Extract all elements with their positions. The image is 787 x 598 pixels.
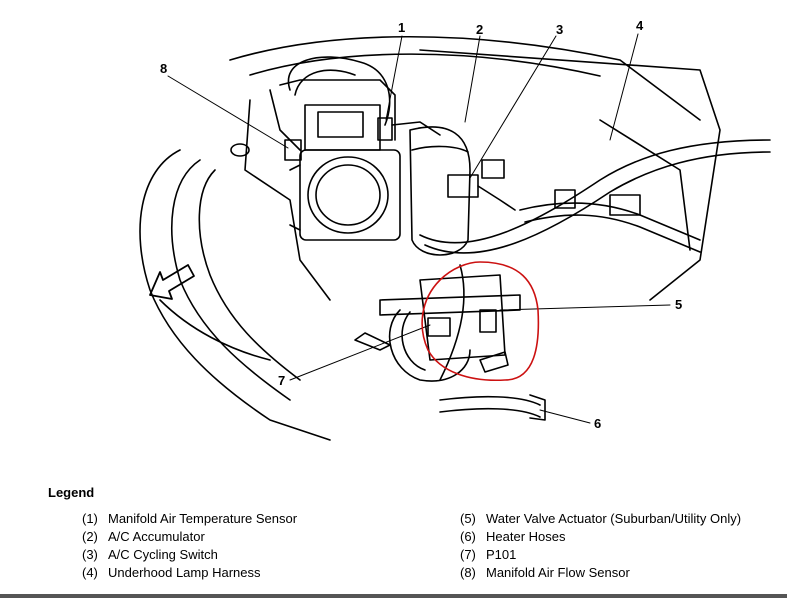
legend-column-left: (1) Manifold Air Temperature Sensor (2) A/… (82, 510, 297, 582)
heater-hose (439, 395, 541, 406)
legend-number: (5) (460, 511, 476, 526)
hose-right-2 (524, 214, 701, 253)
hose-loop-left-2 (401, 311, 426, 371)
legend-number: (6) (460, 529, 476, 544)
fender-curve-outer (139, 149, 331, 441)
legend-number: (7) (460, 547, 476, 562)
legend-item: (7) P101 (460, 546, 741, 564)
legend-item: (4) Underhood Lamp Harness (82, 564, 297, 582)
fender-lower (159, 299, 271, 361)
hose-loop-left (388, 309, 471, 382)
legend-item: (8) Manifold Air Flow Sensor (460, 564, 741, 582)
callout-8: 8 (160, 61, 167, 76)
callout-6: 6 (594, 416, 601, 431)
legend-label: Water Valve Actuator (Suburban/Utility O… (486, 511, 742, 526)
legend-label: Heater Hoses (486, 529, 566, 544)
legend-item: (3) A/C Cycling Switch (82, 546, 297, 564)
legend-number: (4) (82, 565, 98, 580)
fender-curve-inner (171, 159, 291, 401)
valve-actuator (379, 274, 521, 361)
legend-item: (2) A/C Accumulator (82, 528, 297, 546)
legend-title: Legend (48, 485, 95, 500)
sensor-1-body (377, 117, 393, 141)
hood-line (229, 35, 701, 121)
engine-diagram: 1 2 3 4 5 6 7 8 (139, 18, 771, 441)
legend-label: A/C Accumulator (108, 529, 205, 544)
callout-7: 7 (278, 373, 285, 388)
legend-number: (3) (82, 547, 98, 562)
legend-label: Manifold Air Flow Sensor (486, 565, 630, 580)
front-arrow-icon (149, 264, 195, 300)
fitting-left (354, 332, 391, 351)
sensor-hose-2 (294, 69, 356, 96)
sensor-8-body (284, 139, 302, 161)
legend-item: (1) Manifold Air Temperature Sensor (82, 510, 297, 528)
fitting-right (479, 351, 509, 373)
callout-3: 3 (556, 22, 563, 37)
legend-label: P101 (486, 547, 517, 562)
sensor-hose (287, 56, 391, 126)
fender-curve-inner2 (198, 169, 301, 381)
accumulator (409, 126, 471, 256)
legend-item: (6) Heater Hoses (460, 528, 741, 546)
legend-label: Manifold Air Temperature Sensor (108, 511, 298, 526)
legend-number: (1) (82, 511, 98, 526)
leader-lines (167, 33, 671, 424)
hood-line-inner (249, 53, 601, 77)
firewall-line (419, 49, 721, 301)
legend-label: Underhood Lamp Harness (108, 565, 261, 580)
legend-number: (8) (460, 565, 476, 580)
manifold-box (269, 79, 396, 151)
callout-5: 5 (675, 297, 682, 312)
lamp-harness (419, 139, 771, 244)
throttle-body (289, 149, 401, 241)
hose-down (439, 264, 465, 381)
firewall-inner (599, 119, 691, 251)
hose-right (519, 202, 701, 241)
legend-label: A/C Cycling Switch (108, 547, 218, 562)
heater-hose-2 (439, 407, 541, 418)
fill-cap (230, 143, 250, 157)
callout-2: 2 (476, 22, 483, 37)
cycling-switch (447, 159, 516, 211)
legend-number: (2) (82, 529, 98, 544)
highlight-circle (421, 261, 540, 382)
lamp-harness-2 (424, 151, 771, 254)
callout-1: 1 (398, 20, 405, 35)
callout-4: 4 (636, 18, 644, 33)
bottom-bar (0, 594, 787, 598)
legend-item: (5) Water Valve Actuator (Suburban/Utilit… (460, 510, 741, 528)
legend-column-right: (5) Water Valve Actuator (Suburban/Utilit… (460, 510, 741, 582)
